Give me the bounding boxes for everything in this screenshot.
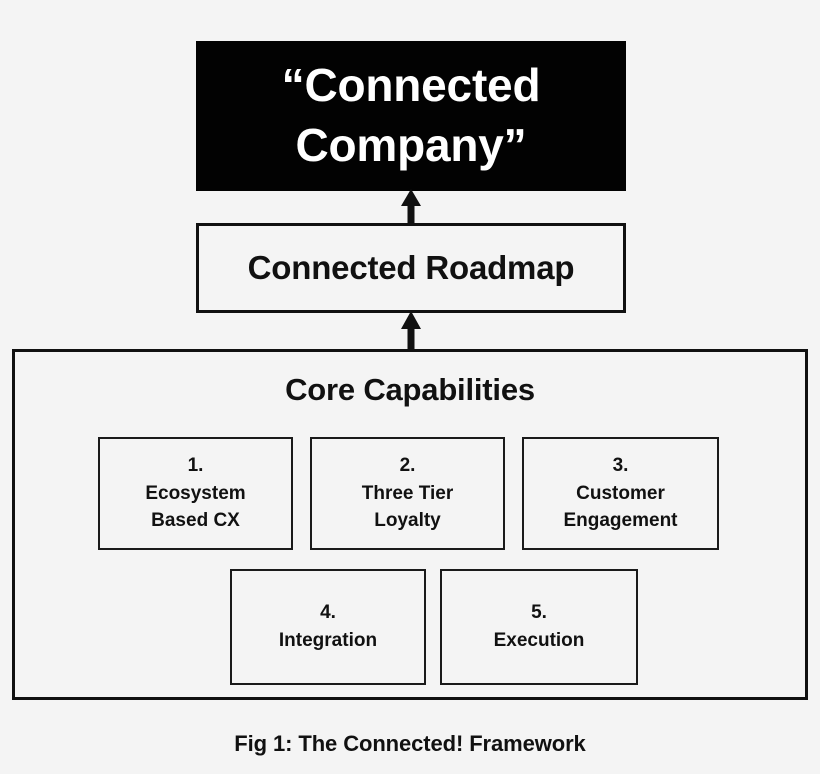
vision-box-connected-company: “Connected Company” (196, 41, 626, 191)
roadmap-box: Connected Roadmap (196, 223, 626, 313)
capability-card-5: 5. Execution (440, 569, 638, 685)
core-capabilities-title: Core Capabilities (285, 372, 535, 407)
arrow-capabilities-to-roadmap-icon (398, 311, 424, 351)
capability-card-2: 2. Three Tier Loyalty (310, 437, 505, 550)
vision-box-label: “Connected Company” (281, 59, 541, 171)
capability-card-3-number: 3. (612, 455, 629, 477)
capability-card-2-label: Three Tier Loyalty (361, 482, 454, 532)
capability-card-3-label: Customer Engagement (563, 482, 678, 532)
core-capabilities-container: Core Capabilities 1. Ecosystem Based CX … (12, 349, 808, 700)
capability-card-4: 4. Integration (230, 569, 426, 685)
arrow-roadmap-to-vision-icon (398, 189, 424, 225)
capability-card-1-number: 1. (187, 455, 204, 477)
capability-card-2-number: 2. (399, 455, 416, 477)
figure-caption: Fig 1: The Connected! Framework (234, 731, 586, 756)
capability-card-1-label: Ecosystem Based CX (145, 482, 246, 532)
capability-card-4-number: 4. (320, 602, 336, 624)
roadmap-box-label: Connected Roadmap (247, 249, 575, 286)
capability-card-1: 1. Ecosystem Based CX (98, 437, 293, 550)
capability-card-3: 3. Customer Engagement (522, 437, 719, 550)
capability-card-5-number: 5. (531, 602, 547, 624)
capability-card-5-label: Execution (493, 630, 585, 651)
capability-card-4-label: Integration (278, 630, 378, 651)
